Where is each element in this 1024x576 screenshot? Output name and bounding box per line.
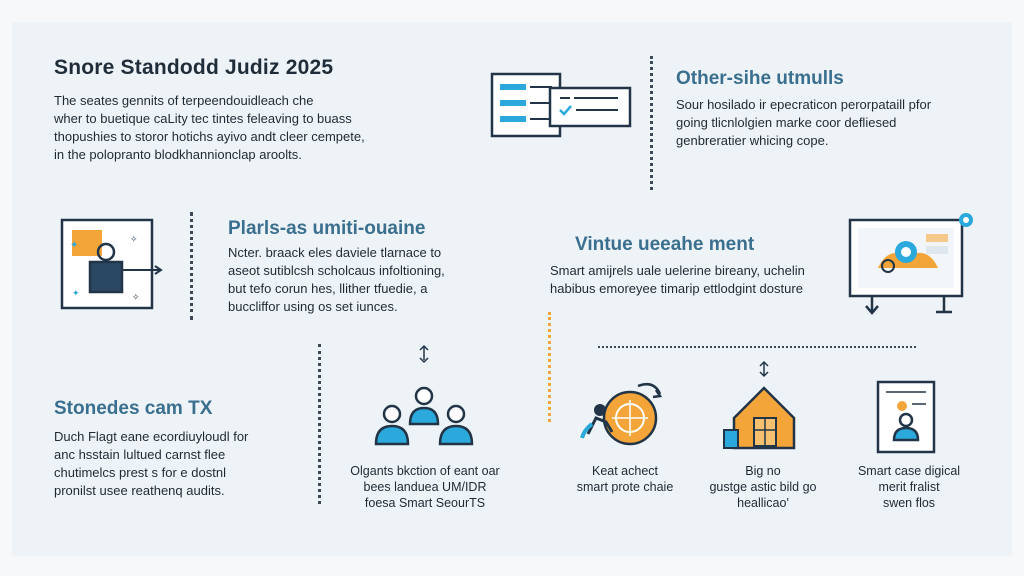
svg-text:✧: ✧	[130, 235, 138, 245]
top-left-title: Snore Standodd Judiz 2025	[54, 56, 334, 79]
team-caption: Olgants bkction of eant oar bees landuea…	[350, 464, 500, 510]
team-people-icon	[374, 344, 474, 446]
doc-caption: Smart case digical merit fralist swen fl…	[857, 464, 961, 510]
mid-left-title: Plarls-as umiti-ouaine	[228, 218, 426, 239]
person-board-icon: ✦ ✧ ✦ ✧	[60, 218, 163, 310]
divider-top-vertical	[650, 56, 653, 190]
svg-text:✦: ✦	[70, 240, 78, 251]
document-person-icon	[876, 380, 936, 454]
forms-window-icon	[490, 72, 632, 138]
monitor-dashboard-icon	[848, 213, 973, 315]
house-person-icon	[723, 360, 796, 450]
mid-right-title: Vintue ueeahe ment	[575, 234, 755, 255]
mid-left-body: Ncter. braack eles daviele tlarnace to a…	[228, 245, 445, 314]
divider-bottom-vertical	[318, 344, 321, 504]
divider-mid-left-vertical	[190, 212, 193, 320]
top-right-body: Sour hosilado ir epecraticon perorpatail…	[676, 97, 932, 148]
infographic-canvas: Snore Standodd Judiz 2025 The seates gen…	[12, 22, 1012, 556]
mid-right-body: Smart amijrels uale uelerine bireany, uc…	[550, 263, 805, 296]
person-target-icon	[580, 383, 663, 446]
divider-accent-vertical	[548, 312, 551, 422]
top-right-title: Other-sihe utmulls	[676, 68, 844, 89]
svg-text:✧: ✧	[132, 293, 140, 303]
bottom-left-title: Stonedes cam TX	[54, 398, 213, 419]
svg-text:✦: ✦	[72, 289, 80, 299]
bottom-left-body: Duch Flagt eane ecordiuyloudl for anc hs…	[54, 429, 249, 498]
home-caption: Big no gustge astic bild go heallicao'	[709, 464, 817, 510]
connector-horizontal	[598, 346, 916, 348]
target-caption: Keat achect smart prote chaie	[576, 464, 674, 494]
top-left-body: The seates gennits of terpeendouidleach …	[54, 93, 365, 162]
